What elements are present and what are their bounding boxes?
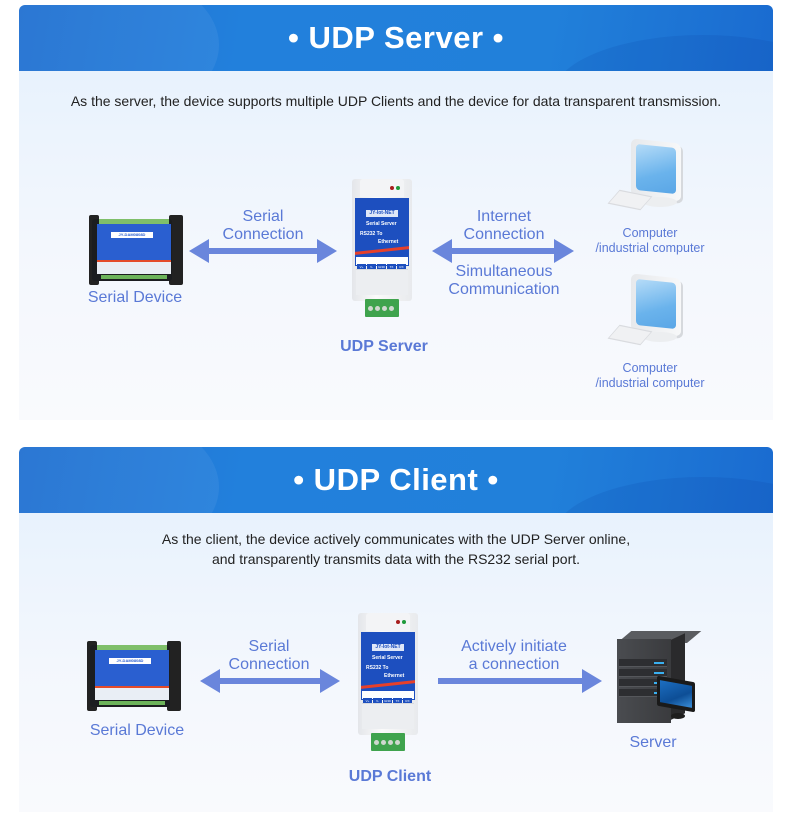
udp-server-label: UDP Server <box>340 338 428 355</box>
section-body: As the server, the device supports multi… <box>19 71 773 420</box>
computer-label-line1: Computer <box>622 226 678 240</box>
serial-link-label-line2: Connection <box>222 226 304 243</box>
udp-client-label: UDP Client <box>348 768 432 785</box>
gateway-pin-label: GND <box>383 698 392 704</box>
gateway-line1: Serial Server <box>372 655 403 661</box>
udp-server-gateway-device-icon: JY-Iot-NET Serial Server RS232 To Ethern… <box>352 179 412 319</box>
server-label: Server <box>629 734 677 751</box>
gateway-pin-label: V- <box>367 264 376 270</box>
computer-label-line1: Computer <box>622 361 678 375</box>
gateway-pin-label: TX <box>387 264 396 270</box>
gateway-brand: JY-Iot-NET <box>366 210 398 217</box>
internet-label-line1: Internet <box>476 208 532 225</box>
gateway-pin-label: TX <box>393 698 402 704</box>
section-header: • UDP Client • <box>19 447 773 513</box>
initiate-label-line1: Actively initiate <box>461 638 567 655</box>
gateway-pin-label: RX <box>403 698 412 704</box>
computer-label-line2: /industrial computer <box>595 376 705 390</box>
section-description: As the server, the device supports multi… <box>70 93 722 109</box>
gateway-pin-label: RX <box>397 264 406 270</box>
gateway-line3: Ethernet <box>378 239 399 245</box>
internet-label-line2: Connection <box>463 226 545 243</box>
serial-device-model: JY-DAM0808D <box>109 658 151 664</box>
section-title: • UDP Server • <box>288 20 504 55</box>
section-body: As the client, the device actively commu… <box>19 513 773 812</box>
udp-server-section: • UDP Server • As the server, the device… <box>19 5 773 420</box>
serial-link-label-line1: Serial <box>242 208 284 225</box>
bidirectional-arrow-icon <box>200 669 340 693</box>
udp-client-section: • UDP Client • As the client, the device… <box>19 447 773 812</box>
gateway-line2: RS232 To <box>366 665 389 671</box>
server-icon <box>609 631 702 731</box>
serial-device-label: Serial Device <box>89 722 185 739</box>
serial-link-label-line1: Serial <box>248 638 290 655</box>
gateway-pin-label: GND <box>377 264 386 270</box>
serial-device-icon: JY-DAM0808D <box>89 215 185 285</box>
initiate-label-line2: a connection <box>468 656 560 673</box>
gateway-line1: Serial Server <box>366 221 397 227</box>
computer-icon <box>607 273 689 356</box>
right-arrow-icon <box>438 669 602 693</box>
internet-bidirectional-arrow-icon <box>432 239 574 263</box>
computer-icon <box>607 138 689 221</box>
computer-label-line2: /industrial computer <box>595 241 705 255</box>
gateway-pin-label: V+ <box>363 698 372 704</box>
serial-device-label: Serial Device <box>87 289 183 306</box>
simultaneous-label-line1: Simultaneous <box>455 263 553 280</box>
section-title: • UDP Client • <box>293 462 499 497</box>
serial-device-icon: JY-DAM0808D <box>87 641 183 711</box>
bidirectional-arrow-icon <box>189 239 337 263</box>
section-description-line1: As the client, the device actively commu… <box>161 531 631 547</box>
section-description-line2: and transparently transmits data with th… <box>211 551 581 567</box>
serial-device-model: JY-DAM0808D <box>111 232 153 238</box>
gateway-line2: RS232 To <box>360 231 383 237</box>
section-header: • UDP Server • <box>19 5 773 71</box>
gateway-line3: Ethernet <box>384 673 405 679</box>
udp-client-gateway-device-icon: JY-Iot-NET Serial Server RS232 To Ethern… <box>358 613 418 753</box>
gateway-pin-label: V- <box>373 698 382 704</box>
simultaneous-label-line2: Communication <box>448 281 560 298</box>
serial-link-label-line2: Connection <box>228 656 310 673</box>
gateway-brand: JY-Iot-NET <box>372 644 404 651</box>
gateway-pin-label: V+ <box>357 264 366 270</box>
